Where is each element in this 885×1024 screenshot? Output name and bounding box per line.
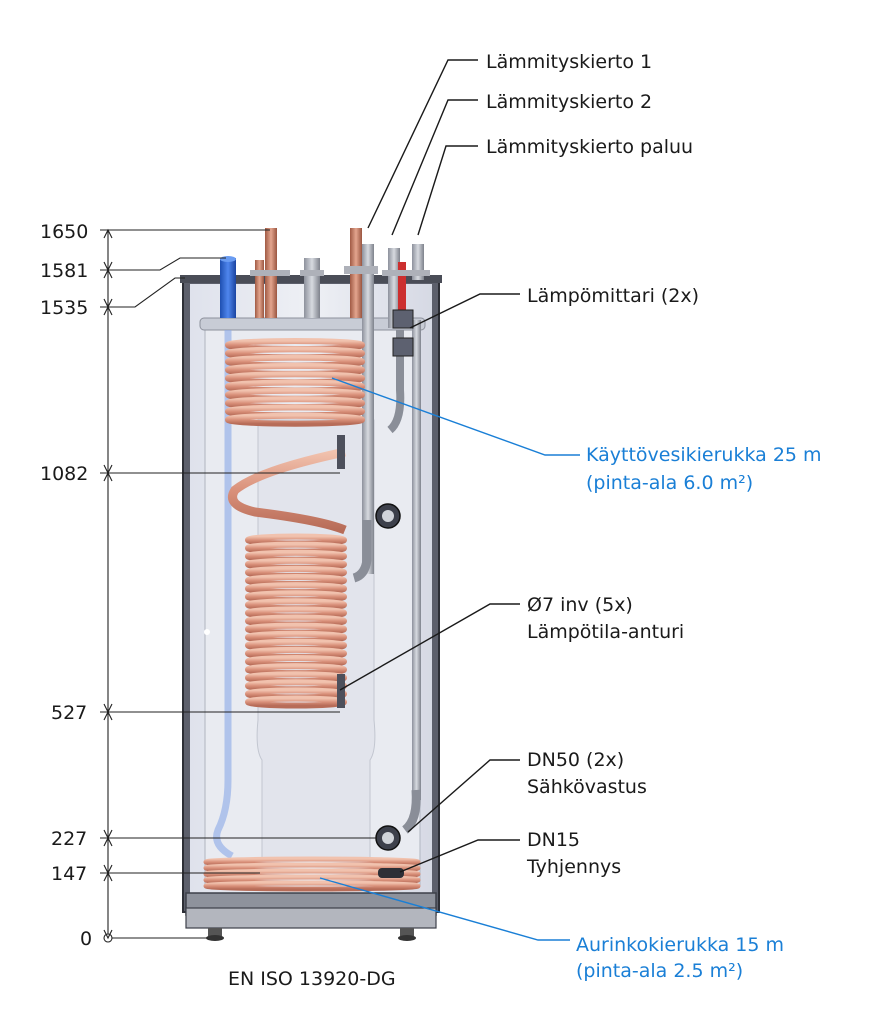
label-dhw-coil-area: (pinta-ala 6.0 m²) (586, 472, 753, 494)
label-standard: EN ISO 13920-DG (228, 968, 396, 990)
label-heater-name: Sähkövastus (527, 776, 647, 798)
dimension-lines (100, 228, 376, 943)
label-heating-circuit-1: Lämmityskierto 1 (486, 51, 652, 73)
fittings (337, 309, 414, 878)
label-sensor: Ø7 inv (5x) (527, 594, 633, 616)
coil-turn (203, 880, 421, 892)
label-thermometer: Lämpömittari (2x) (527, 285, 699, 307)
label-heating-circuit-return: Lämmityskierto paluu (486, 136, 693, 158)
cold-water-pipe (213, 256, 236, 860)
dim-1650: 1650 (40, 221, 88, 243)
label-solar-coil-area: (pinta-ala 2.5 m²) (576, 960, 743, 982)
top-connections (250, 228, 430, 834)
dim-1535: 1535 (40, 297, 88, 319)
dhw-coil (225, 338, 365, 427)
label-sensor-name: Lämpötila-anturi (527, 621, 684, 643)
label-drain: DN15 (527, 829, 580, 851)
leader-lines (319, 59, 580, 941)
dim-1082: 1082 (40, 463, 88, 485)
dim-227: 227 (51, 828, 87, 850)
solar-coil (203, 856, 421, 892)
dim-1581: 1581 (40, 260, 88, 282)
label-heating-circuit-2: Lämmityskierto 2 (486, 91, 652, 113)
label-drain-name: Tyhjennys (526, 856, 621, 878)
label-dhw-coil: Käyttövesikierukka 25 m (586, 444, 822, 466)
coil-spiral (228, 447, 347, 535)
dim-527: 527 (51, 702, 87, 724)
dim-0: 0 (80, 928, 92, 950)
label-solar-coil: Aurinkokierukka 15 m (576, 934, 784, 956)
coil-turn (225, 412, 365, 427)
label-heater: DN50 (2x) (527, 749, 624, 771)
dim-147: 147 (51, 863, 87, 885)
